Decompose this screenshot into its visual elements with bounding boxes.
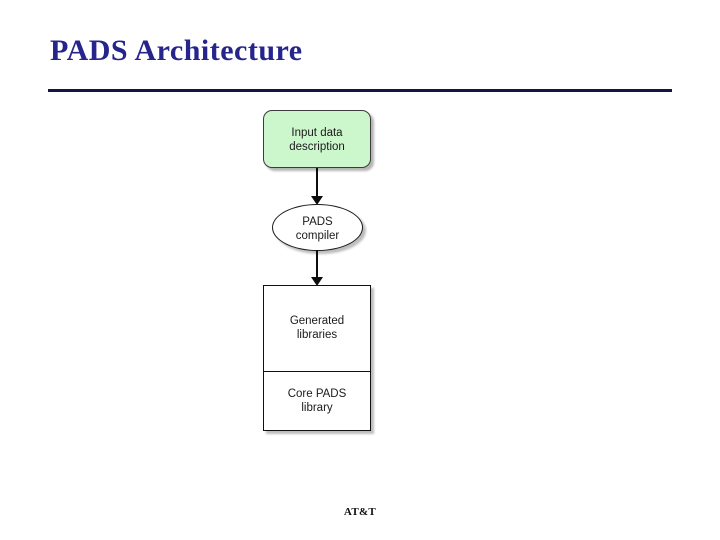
- node-label-line2: description: [289, 141, 345, 153]
- node-label: Generated libraries: [264, 314, 370, 342]
- arrow-head-icon: [311, 277, 323, 286]
- node-generated-libraries[interactable]: Generated libraries: [264, 286, 370, 372]
- node-label: Core PADS library: [264, 387, 370, 415]
- node-label-line1: Core PADS: [287, 388, 347, 400]
- node-label-line1: Input data: [291, 127, 343, 139]
- node-label-line1: PADS: [302, 216, 333, 228]
- edge-compiler-to-libraries-arrow: [310, 250, 324, 286]
- footer-logo: AT&T: [343, 506, 377, 518]
- node-library-stack[interactable]: Generated libraries Core PADS library: [263, 285, 371, 431]
- node-label-line2: libraries: [296, 329, 338, 341]
- node-label-line1: Generated: [289, 315, 345, 327]
- node-label-line2: library: [301, 402, 333, 414]
- node-pads-compiler[interactable]: PADS compiler: [272, 204, 363, 251]
- node-label: Input data description: [264, 126, 370, 154]
- arrow-shaft: [316, 168, 318, 197]
- edge-input-to-compiler-arrow: [310, 168, 324, 205]
- node-core-pads-library[interactable]: Core PADS library: [264, 372, 370, 429]
- title-divider: [48, 89, 672, 92]
- node-label-line2: compiler: [295, 230, 340, 242]
- page-title: PADS Architecture: [50, 34, 303, 67]
- node-label: PADS compiler: [273, 215, 362, 243]
- arrow-head-icon: [311, 196, 323, 205]
- arrow-shaft: [316, 250, 318, 278]
- node-input-data-description[interactable]: Input data description: [263, 110, 371, 168]
